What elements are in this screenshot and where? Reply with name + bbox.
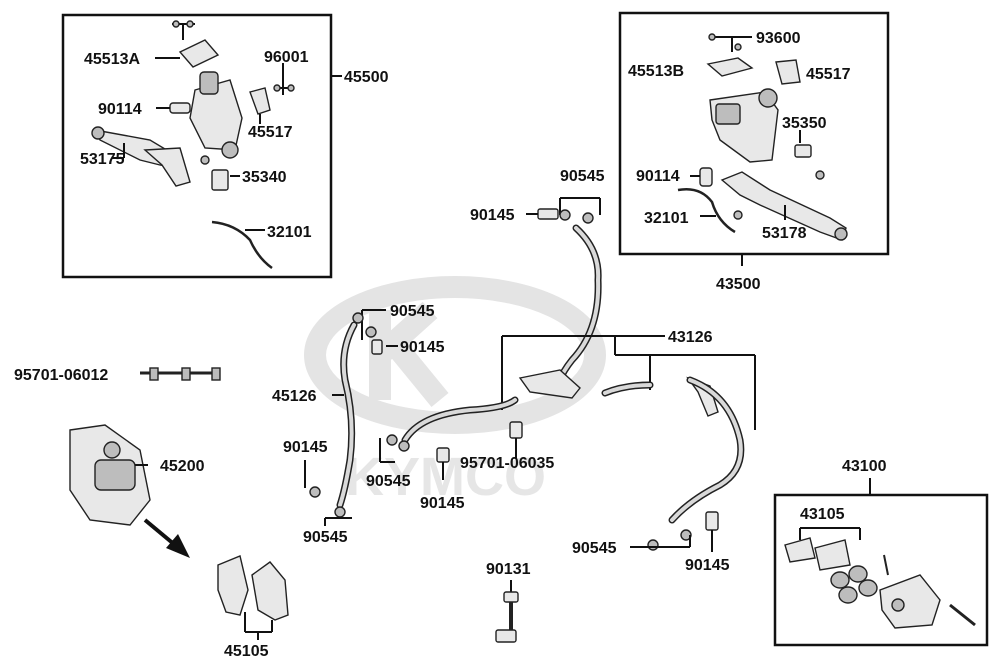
right-hose-group: 90545 90145 xyxy=(572,376,745,574)
rear-caliper-group: 43100 43105 xyxy=(773,458,989,647)
brake-pad-right xyxy=(251,561,289,621)
callout-45513B: 45513B xyxy=(628,63,684,80)
callout-32101-left: 32101 xyxy=(267,224,312,241)
rear-caliper-frame xyxy=(773,493,989,647)
bolt-90131 xyxy=(495,629,517,643)
rear-pad-1 xyxy=(784,537,816,563)
callout-43105: 43105 xyxy=(800,506,845,523)
reservoir-cap xyxy=(178,39,220,68)
callout-43126: 43126 xyxy=(668,329,713,346)
front-caliper-group: 45200 xyxy=(69,424,205,558)
hose-clip-group: 95701-06012 xyxy=(14,367,221,384)
callout-90545-top: 90545 xyxy=(560,168,605,185)
left-group-frame xyxy=(61,13,333,279)
callout-90545-right: 90545 xyxy=(572,540,617,557)
brake-switch-right xyxy=(775,59,801,85)
upper-hose-group: 90545 90145 xyxy=(470,168,605,399)
callout-45517-left: 45517 xyxy=(248,124,293,141)
callout-45517-right: 45517 xyxy=(806,66,851,83)
callout-90545-upper-left: 90545 xyxy=(390,303,435,320)
right-master-cylinder-group: 43500 93600 45513B 45517 35350 90114 321… xyxy=(618,11,890,293)
switch-35350 xyxy=(794,144,812,158)
brake-pads-group: 45105 xyxy=(217,555,289,660)
callout-96001: 96001 xyxy=(264,49,309,66)
callout-32101-right: 32101 xyxy=(644,210,689,227)
callout-90145-upper-left: 90145 xyxy=(400,339,445,356)
left-master-cylinder-group: 45500 45513A 90114 96001 45517 5317 xyxy=(61,13,389,279)
callout-90145-lower-left: 90145 xyxy=(283,439,328,456)
arrow-icon xyxy=(166,534,190,558)
callout-45105: 45105 xyxy=(224,643,269,660)
brake-switch-left xyxy=(249,87,271,115)
callout-90131: 90131 xyxy=(486,561,531,578)
callout-90114-right: 90114 xyxy=(636,168,680,185)
callout-43126-leaders: 43126 xyxy=(501,329,756,430)
callout-90545-lower-left: 90545 xyxy=(303,529,348,546)
callout-90114-left: 90114 xyxy=(98,101,142,118)
callout-90545-middle: 90545 xyxy=(366,473,411,490)
callout-45126: 45126 xyxy=(272,388,317,405)
callout-90145-middle: 90145 xyxy=(420,495,465,512)
hose-junction xyxy=(518,369,581,399)
callout-45513A: 45513A xyxy=(84,51,140,68)
callout-45200: 45200 xyxy=(160,458,205,475)
front-hose-group: 90545 90145 45126 90145 90545 xyxy=(272,303,445,546)
right-group-frame xyxy=(618,11,890,256)
brake-pad-left xyxy=(217,555,249,616)
callout-90145-top: 90145 xyxy=(470,207,515,224)
callout-43100: 43100 xyxy=(842,458,887,475)
callout-45500: 45500 xyxy=(344,69,389,86)
switch-35340 xyxy=(211,169,229,191)
callout-95701-06035: 95701-06035 xyxy=(460,455,554,472)
reservoir-cap-right xyxy=(706,57,754,77)
middle-hose-group: 90545 95701-06035 90145 xyxy=(366,396,554,512)
callout-43500: 43500 xyxy=(716,276,761,293)
callout-93600: 93600 xyxy=(756,30,801,47)
bolt-90131-group: 90131 xyxy=(486,561,531,643)
callout-90145-right: 90145 xyxy=(685,557,730,574)
rear-caliper xyxy=(879,574,941,629)
callout-53178: 53178 xyxy=(762,225,807,242)
callout-35340: 35340 xyxy=(242,169,287,186)
rear-pad-2 xyxy=(814,539,851,571)
callout-95701-06012: 95701-06012 xyxy=(14,367,108,384)
callout-53175: 53175 xyxy=(80,151,125,168)
switch-wire-right xyxy=(677,188,736,234)
switch-wire-left xyxy=(211,220,273,270)
callout-35350: 35350 xyxy=(782,115,827,132)
